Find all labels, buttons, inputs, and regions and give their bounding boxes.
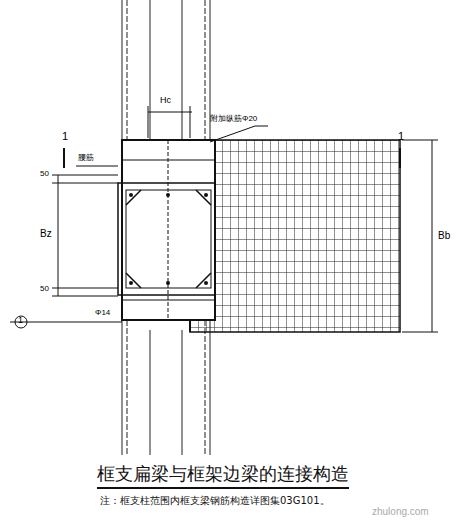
dimension-label: 50 [40,285,49,294]
watermark: zhulong.com [372,506,429,517]
drawing-title: 框支扁梁与框架边梁的连接构造 [97,462,349,489]
dimension-label: 50 [40,170,49,179]
note-caption: 注：框支柱范围内框支梁钢筋构造详图集03G101。 [100,494,330,508]
dimension-label: Bb [438,230,450,241]
section-mark: 1 [62,130,68,142]
section-mark: 1 [398,130,404,142]
rebar-callout: Φ14 [95,309,110,318]
rebar-callout: 附加纵筋Φ20 [210,115,257,124]
callout-number: 1 [18,316,23,326]
dimension-label: Hc [160,96,171,106]
dimension-label: Bz [40,228,52,239]
rebar-callout: 腰筋 [78,154,94,163]
